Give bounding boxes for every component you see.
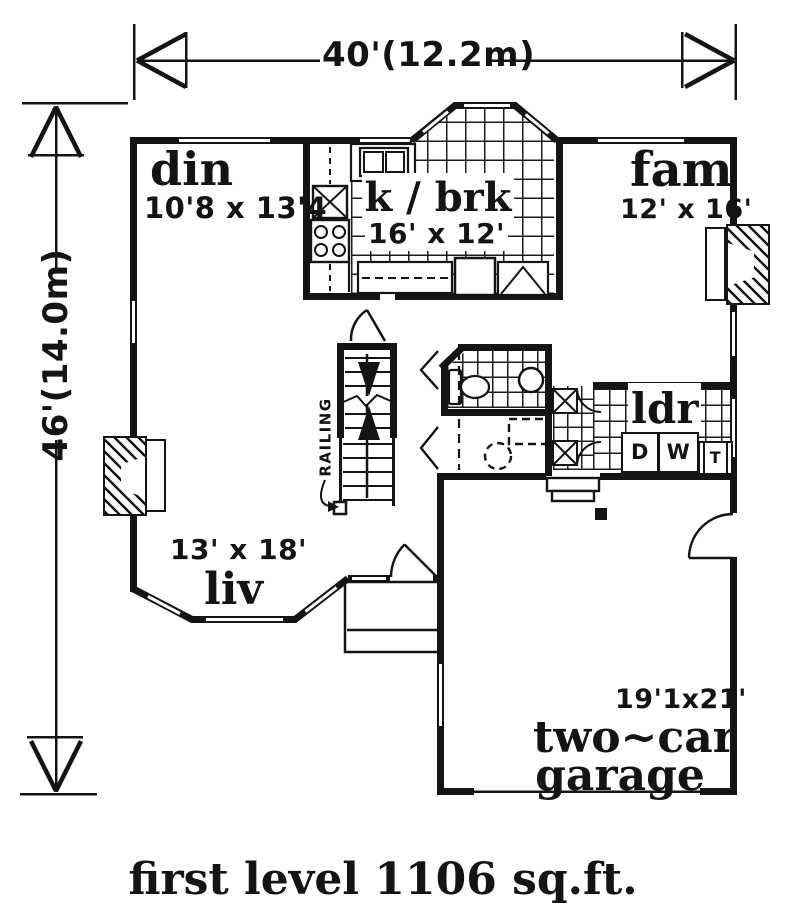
staircase — [320, 308, 395, 516]
windows — [132, 104, 735, 726]
washer-box: W — [658, 432, 699, 473]
family-room-label: fam — [630, 142, 733, 198]
width-dimension-label: 40'(12.2m) — [322, 35, 536, 75]
living-hearth — [145, 439, 166, 512]
dryer-box: D — [621, 432, 659, 473]
garage-label-line2: garage — [535, 750, 705, 801]
laundry-room-label: ldr — [628, 383, 702, 434]
laundry-tub-box: T — [698, 441, 733, 475]
garage-size: 19'1x21' — [615, 684, 747, 715]
living-room-size: 13' x 18' — [170, 533, 308, 566]
living-room-label: liv — [204, 564, 263, 615]
front-entry — [343, 543, 443, 654]
kitchen-breakfast-size: 16' x 12' — [365, 216, 509, 251]
dimension-lines — [20, 24, 737, 796]
bathroom-fixtures — [419, 350, 551, 471]
garage-details — [545, 476, 734, 560]
kitchen-breakfast-label: k / brk — [357, 173, 519, 222]
dining-room-label: din — [150, 142, 234, 196]
garage-label-line1: two~car — [533, 712, 736, 763]
plan-caption: first level 1106 sq.ft. — [128, 854, 638, 905]
family-room-size: 12' x 16' — [620, 194, 753, 225]
hall-closets — [552, 388, 602, 466]
dining-room-size: 10'8 x 13'4 — [144, 191, 328, 225]
family-hearth — [705, 227, 726, 301]
